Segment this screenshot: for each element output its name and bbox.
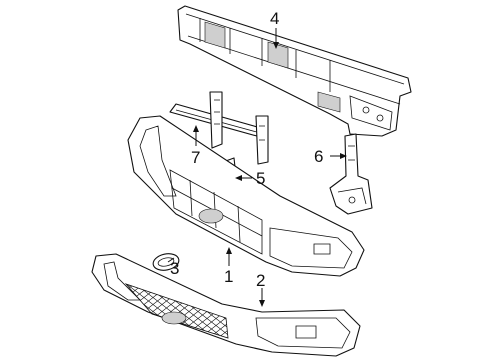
- callout-3: 3: [170, 259, 179, 278]
- leader-line-3: [167, 257, 175, 263]
- callout-6: 6: [314, 147, 323, 166]
- radiator-support-part: [177, 5, 412, 137]
- support-bar-part: [169, 91, 269, 165]
- leader-lines: [167, 28, 347, 307]
- callout-1: 1: [224, 267, 233, 286]
- callout-4: 4: [270, 9, 279, 28]
- side-bracket-part: [329, 133, 373, 215]
- front-grille-part: [91, 253, 361, 357]
- callout-5: 5: [256, 169, 265, 188]
- callout-2: 2: [256, 271, 265, 290]
- grille-panel-part: [127, 115, 365, 277]
- callout-labels: 4 7 5 6 1 3 2: [170, 9, 323, 290]
- emblem-part: [152, 253, 180, 271]
- callout-7: 7: [191, 148, 200, 167]
